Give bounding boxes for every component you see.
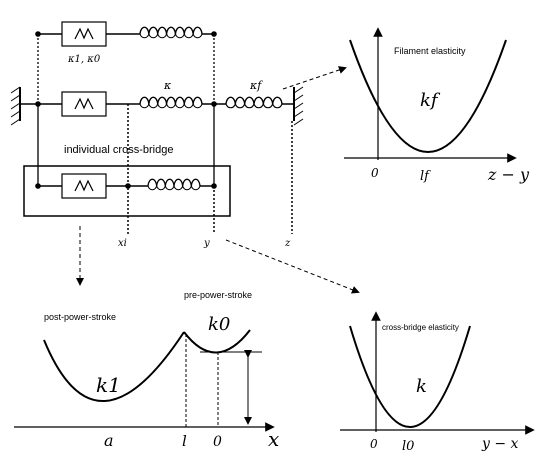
crossbridge-curve-label: k xyxy=(416,376,427,397)
row2-damper-symbol xyxy=(74,97,94,110)
row3-damper-symbol xyxy=(74,179,94,192)
filament-curve-label: kf xyxy=(420,90,441,111)
post-stroke-label: post-power-stroke xyxy=(44,312,116,322)
pre-stroke-label: pre-power-stroke xyxy=(184,290,252,300)
crossbridge-curve xyxy=(349,325,471,428)
kappa-f-label: κf xyxy=(249,79,263,92)
spring-coil-back xyxy=(139,102,203,109)
row1-params-label: κ1, κ0 xyxy=(67,54,101,65)
crossbridge-plot: cross-bridge elasticity k 0 l0 y − x xyxy=(340,311,535,454)
k0-label: k0 xyxy=(208,314,230,335)
row1-damper-symbol xyxy=(74,27,94,40)
filament-tick-lf: lf xyxy=(420,169,431,184)
xi-label: xi xyxy=(118,238,127,249)
spring-coil-back xyxy=(139,32,203,39)
row2-damper-box xyxy=(61,91,107,117)
filament-spring xyxy=(225,96,283,109)
k1-label: k1 xyxy=(96,373,121,397)
arrow-to-filament-plot xyxy=(282,66,347,90)
spring-coil xyxy=(139,26,203,35)
row2-spring xyxy=(139,96,203,109)
crossbridge-xlabel: y − x xyxy=(481,436,519,452)
mechanism: κ1, κ0 κ κf xyxy=(10,21,304,249)
power-stroke-plot: post-power-stroke pre-power-stroke k1 k0… xyxy=(14,290,279,451)
spring-coil-back xyxy=(225,102,283,109)
cross-bridge-label: individual cross-bridge xyxy=(64,144,173,156)
spring-coil xyxy=(139,96,203,105)
z-label: z xyxy=(284,238,291,249)
crossbridge-tick-l0: l0 xyxy=(402,439,414,454)
spring-coil xyxy=(225,96,283,105)
row3-spring xyxy=(147,178,201,191)
filament-curve xyxy=(349,39,507,153)
kappa-label: κ xyxy=(163,79,172,92)
row1-damper-box xyxy=(61,21,107,47)
power-xlabel: x xyxy=(268,427,279,451)
row3-left-node xyxy=(35,183,41,189)
tick-zero: 0 xyxy=(213,434,222,450)
post-stroke-curve xyxy=(43,331,185,402)
crossbridge-tick-zero: 0 xyxy=(370,437,378,451)
spring-coil xyxy=(147,178,201,187)
arrow-to-crossbridge-plot xyxy=(225,239,360,294)
filament-tick-zero: 0 xyxy=(371,166,379,180)
crossbridge-title: cross-bridge elasticity xyxy=(382,323,459,332)
row1-spring xyxy=(139,26,203,39)
right-wall-hatch xyxy=(293,86,304,126)
y-label: y xyxy=(203,238,210,249)
tick-a: a xyxy=(104,431,114,450)
filament-xlabel: z − y xyxy=(487,165,530,184)
row3-damper-box xyxy=(61,173,107,199)
cross-bridge-box xyxy=(23,165,231,217)
spring-coil-back xyxy=(147,184,201,191)
filament-title: Filament elasticity xyxy=(394,46,466,56)
tick-l: l xyxy=(182,432,187,450)
left-wall-hatch xyxy=(10,86,21,126)
filament-plot: Filament elasticity kf 0 lf z − y xyxy=(344,27,530,184)
